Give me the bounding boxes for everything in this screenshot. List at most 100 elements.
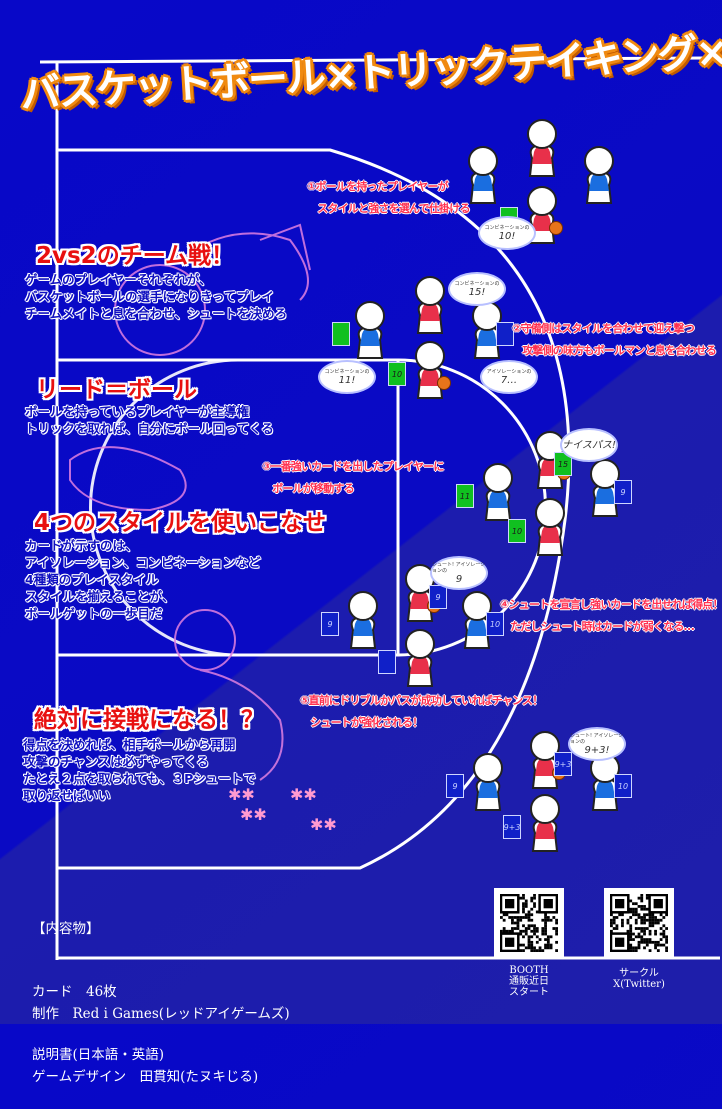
note-step-2: ②守備側はスタイルを合わせて迎え撃つ 攻撃側の味方もボールマンと息を合わせる	[512, 322, 717, 357]
play-card: 9	[321, 612, 339, 636]
blue-player: 10	[585, 752, 632, 812]
top-line	[39, 56, 706, 64]
bubble-caption: コンビネーションの	[484, 224, 530, 231]
doodle-goat-2	[69, 446, 187, 512]
play-card	[378, 650, 396, 674]
bubble-value: ナイスパス!	[562, 439, 616, 451]
three-point-line	[57, 148, 571, 870]
bubble-caption: シュート! アイソレーションの	[570, 732, 624, 745]
free-throw-arc-left	[89, 358, 239, 657]
play-card: 11	[456, 484, 474, 508]
player-figure	[415, 276, 445, 334]
play-card: 9	[429, 585, 447, 609]
doodle-goat	[179, 223, 311, 301]
body-four-styles: カードが示すのは、 アイソレーション、コンビネーションなど 4種類のプレイスタイ…	[25, 538, 261, 621]
qr-code-booth[interactable]	[494, 888, 564, 958]
qr-caption-booth: BOOTH 通販近日 スタート	[509, 965, 549, 998]
heading-2vs2: 2vs2のチーム戦！	[36, 243, 234, 269]
player-figure	[590, 753, 620, 811]
body-2vs2: ゲームのプレイヤーそれぞれが、 バスケットボールの選手になりきってプレイ チーム…	[25, 272, 288, 321]
blue-player	[463, 145, 503, 205]
doodle-ball-2	[174, 609, 236, 671]
play-card: 10	[508, 519, 526, 543]
player-figure	[530, 794, 560, 852]
player-figure	[405, 564, 435, 622]
heading-close-game: 絶対に接戦になる！？	[34, 707, 264, 733]
bubble-caption: コンビネーションの	[324, 368, 370, 375]
bubble-value: 15!	[468, 286, 486, 298]
body-lead-ball: ボールを持っているプレイヤーが主導権 トリックを取れば、自分にボール回ってくる	[25, 404, 274, 436]
body-close-game: 得点を決めれば、相手ボールから再開 攻撃のチャンスは必ずやってくる たとえ２点を…	[23, 737, 256, 803]
bubble-caption: アイソレーションの	[486, 368, 532, 375]
blue-player: 9	[446, 752, 508, 812]
blue-player: 9	[585, 458, 632, 518]
player-figure	[355, 301, 385, 359]
play-card: 10	[486, 612, 504, 636]
svg-text:✱✱: ✱✱	[290, 785, 317, 804]
svg-text:✱✱: ✱✱	[310, 815, 337, 834]
contents-cards: カード 46枚	[32, 984, 117, 1000]
red-player	[410, 275, 450, 335]
player-figure	[472, 301, 502, 359]
bubble-value: 11!	[338, 374, 356, 386]
doodle-ball	[114, 264, 206, 356]
note-step-3: ③一番強いカードを出したプレイヤーに ボールが移動する	[262, 460, 444, 495]
basketball-icon	[437, 376, 451, 390]
player-figure	[584, 146, 614, 204]
credits-block: 制作 Red i Games(レッドアイゲームズ) ゲームデザイン 田貫知(たヌ…	[32, 962, 290, 1109]
red-player: 10	[388, 340, 451, 400]
player-figure	[415, 341, 445, 399]
play-card: 9	[446, 774, 464, 798]
credits-design: ゲームデザイン 田貫知(たヌキじる)	[32, 1069, 259, 1085]
player-figure	[468, 146, 498, 204]
play-card: 10	[614, 774, 632, 798]
heading-four-styles: 4つのスタイルを使いこなせ	[34, 510, 327, 536]
blue-player: 9	[321, 590, 383, 650]
qr-code-twitter[interactable]	[604, 888, 674, 958]
play-card: 9+3	[554, 752, 572, 776]
doodle-sparkles: ✱✱✱✱✱✱✱✱	[228, 785, 337, 834]
doodle-goat-3	[199, 669, 284, 781]
play-card: 9+3	[503, 815, 521, 839]
speech-bubble: ナイスパス!	[560, 428, 618, 462]
player-figure	[473, 753, 503, 811]
player-figure	[405, 629, 435, 687]
red-player	[378, 628, 440, 688]
red-player: 15	[530, 430, 572, 490]
heading-lead-ball: リード＝ボール	[36, 377, 197, 403]
bubble-value: 9+3!	[584, 744, 610, 756]
contents-label: 【内容物】	[32, 921, 100, 937]
basketball-icon	[549, 221, 563, 235]
bubble-caption: コンビネーションの	[454, 280, 500, 287]
qr-pattern	[500, 894, 558, 952]
blue-player	[332, 300, 390, 360]
player-figure	[527, 119, 557, 177]
bubble-caption: シュート! アイソレーションの	[432, 561, 486, 574]
note-step-5: ⑤直前にドリブルかパスが成功していればチャンス！ シュートが強化される！	[300, 694, 543, 729]
note-step-4: ④シュートを宣言し強いカードを出せれば得点！ ただしシュート時はカードが弱くなる…	[500, 598, 722, 633]
player-figure	[535, 498, 565, 556]
player-figure	[462, 591, 492, 649]
red-player: 9+3	[503, 793, 565, 853]
player-figure	[483, 463, 513, 521]
play-card: 10	[388, 362, 406, 386]
blue-player: 10	[457, 590, 504, 650]
play-card	[496, 322, 514, 346]
red-player	[522, 118, 562, 178]
play-card: 9	[614, 480, 632, 504]
red-player: 9	[400, 563, 447, 623]
svg-text:✱✱: ✱✱	[228, 785, 255, 804]
red-player: 9+3	[525, 730, 572, 790]
svg-text:✱✱: ✱✱	[240, 805, 267, 824]
red-player: 10	[508, 497, 570, 557]
red-player	[500, 185, 563, 245]
play-card	[332, 322, 350, 346]
note-step-1: ①ボールを持ったプレイヤーが スタイルと強さを選んで仕掛ける	[307, 180, 470, 215]
credits-production: 制作 Red i Games(レッドアイゲームズ)	[32, 1006, 290, 1022]
